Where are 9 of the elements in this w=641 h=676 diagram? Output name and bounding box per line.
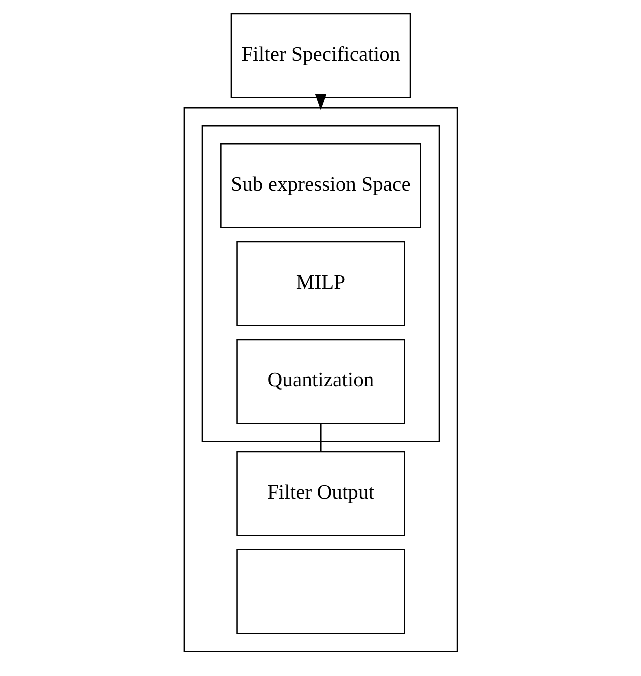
connector — [320, 424, 322, 452]
node-box: Quantization — [236, 339, 405, 424]
node-box: MILP — [236, 241, 405, 326]
cluster — [201, 125, 440, 442]
arrow — [314, 94, 326, 110]
node-box — [236, 549, 405, 634]
node-box: Sub expression Space — [220, 143, 421, 229]
node-box: Filter Output — [236, 451, 405, 536]
cluster — [183, 107, 458, 652]
